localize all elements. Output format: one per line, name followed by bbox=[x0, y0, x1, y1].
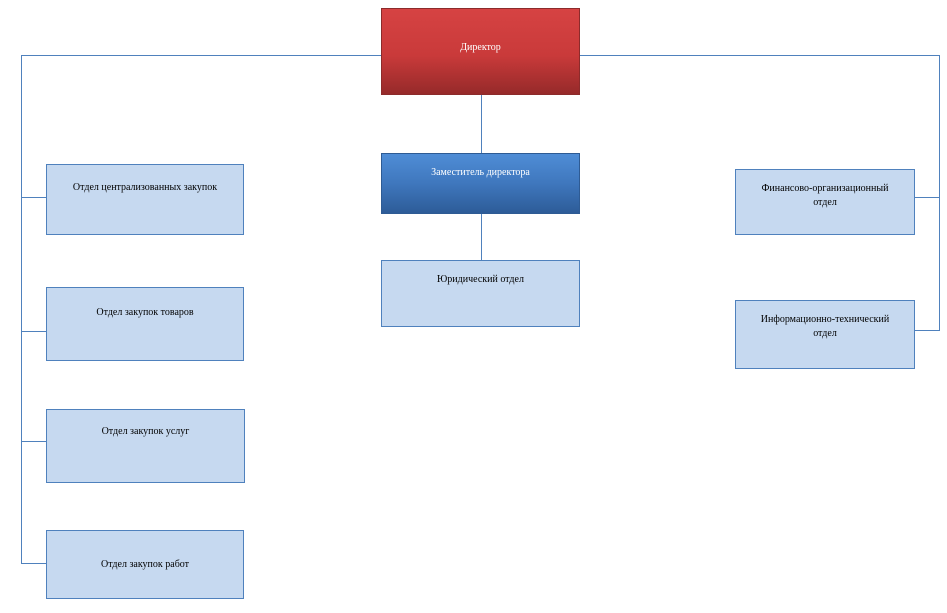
legal-department-box: Юридический отдел bbox=[381, 260, 580, 327]
finance-organizational-box: Финансово-организационный отдел bbox=[735, 169, 915, 235]
finance-organizational-label: Финансово-организационный отдел bbox=[761, 183, 889, 208]
director-box: Директор bbox=[381, 8, 580, 95]
works-procurement-label: Отдел закупок работ bbox=[100, 559, 190, 570]
services-procurement-box: Отдел закупок услуг bbox=[46, 409, 245, 483]
centralized-procurement-label: Отдел централизованных закупок bbox=[72, 182, 218, 193]
director-label: Директор bbox=[460, 41, 501, 53]
goods-procurement-label: Отдел закупок товаров bbox=[96, 307, 194, 318]
centralized-procurement-box: Отдел централизованных закупок bbox=[46, 164, 244, 235]
works-procurement-box: Отдел закупок работ bbox=[46, 530, 244, 599]
goods-procurement-box: Отдел закупок товаров bbox=[46, 287, 244, 361]
information-technical-label: Информационно-технический отдел bbox=[760, 314, 890, 339]
information-technical-box: Информационно-технический отдел bbox=[735, 300, 915, 369]
deputy-director-label: Заместитель директора bbox=[431, 167, 530, 178]
legal-department-label: Юридический отдел bbox=[437, 274, 524, 285]
services-procurement-label: Отдел закупок услуг bbox=[101, 426, 190, 437]
deputy-director-box: Заместитель директора bbox=[381, 153, 580, 214]
